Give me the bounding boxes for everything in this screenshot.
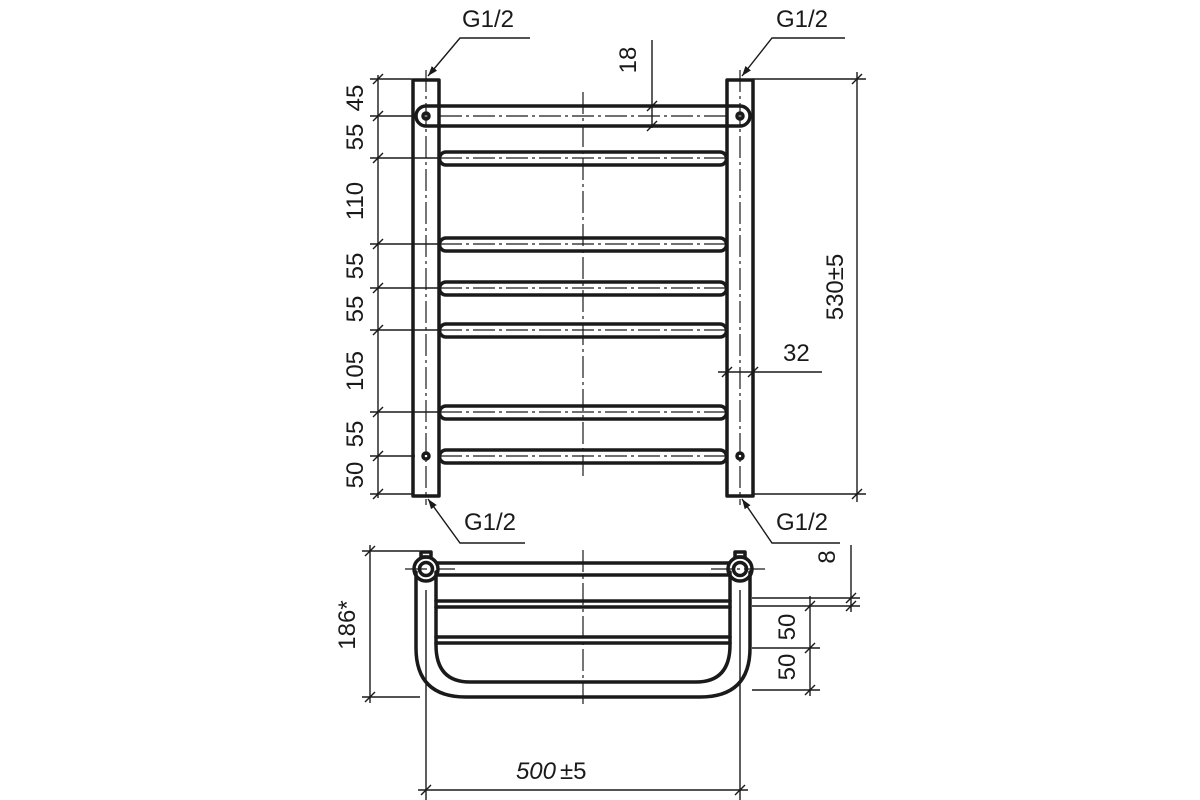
dim-50-lower: 50: [774, 654, 801, 681]
thread-label-bottom-right: G1/2: [776, 509, 828, 536]
dim-32: 32: [783, 340, 810, 367]
dim-top-offset: 8: [752, 545, 860, 612]
rung: [437, 322, 729, 339]
dim-186: 186*: [334, 600, 361, 649]
thread-label-top-right: G1/2: [776, 6, 828, 33]
dim-530: 530±5: [822, 254, 849, 321]
dim-18: 18: [615, 47, 642, 74]
rung: [437, 236, 729, 253]
dim-shelf-spacing: 50 50: [752, 596, 820, 696]
rung: [437, 404, 729, 421]
rung: [437, 280, 729, 297]
thread-leaders: G1/2 G1/2 G1/2 G1/2: [427, 6, 845, 544]
rung: [437, 150, 729, 167]
top-rail: [414, 104, 752, 128]
rung: [437, 448, 729, 465]
dim-8: 8: [814, 550, 841, 563]
dim-55b: 55: [342, 253, 369, 280]
thread-label-bottom-left: G1/2: [464, 509, 516, 536]
dim-105: 105: [342, 351, 369, 391]
rungs: [437, 150, 729, 465]
dim-55c: 55: [342, 296, 369, 323]
dim-overall-height: 530±5: [753, 72, 866, 502]
dim-55d: 55: [342, 421, 369, 448]
dim-pipe-diameter: 32: [718, 340, 822, 378]
dim-50: 50: [342, 462, 369, 489]
dim-500-tolerance: ±5: [560, 758, 587, 785]
dim-50-upper: 50: [774, 614, 801, 641]
thread-label-top-left: G1/2: [462, 6, 514, 33]
dim-overall-width: 500 ±5: [418, 590, 748, 800]
dim-500: 500: [516, 758, 557, 785]
dim-45: 45: [342, 85, 369, 112]
dim-top-rung-offset: 18: [615, 40, 658, 132]
left-dimension-chain: 45 55 110 55 55 105 55 50: [342, 73, 440, 500]
dim-110: 110: [342, 182, 369, 220]
dim-55a: 55: [342, 124, 369, 151]
dim-depth: 186*: [334, 545, 420, 703]
front-view: [411, 70, 755, 505]
side-view: [405, 550, 765, 705]
